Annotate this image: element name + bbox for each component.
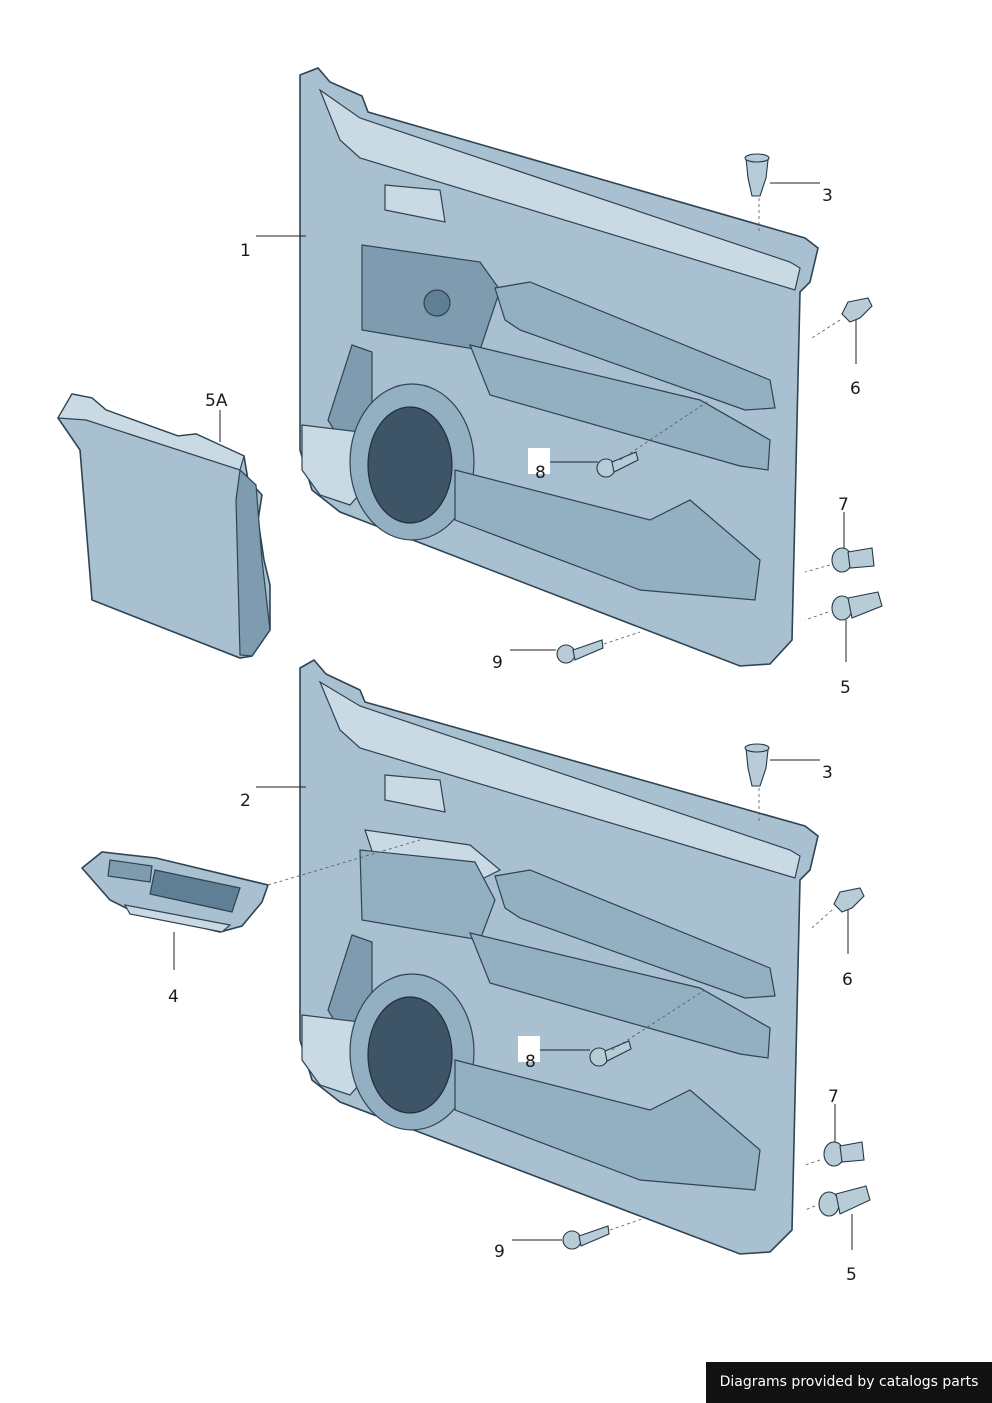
clip-top-lower-icon[interactable] bbox=[744, 743, 770, 787]
clip-top-upper-icon[interactable] bbox=[744, 153, 770, 197]
clip-side-lower-icon[interactable] bbox=[833, 887, 865, 913]
screw-handle-lower-icon[interactable] bbox=[589, 1040, 632, 1067]
callout-5-lower: 5 bbox=[846, 1265, 857, 1285]
label-tab bbox=[528, 448, 550, 474]
callout-3-lower: 3 bbox=[822, 763, 833, 783]
callout-4: 4 bbox=[168, 987, 179, 1007]
callout-5a: 5A bbox=[205, 391, 228, 411]
callout-6-upper: 6 bbox=[850, 379, 861, 399]
callout-7-upper: 7 bbox=[838, 495, 849, 515]
switch-bezel[interactable] bbox=[80, 851, 270, 933]
callout-2: 2 bbox=[240, 791, 251, 811]
callout-9-upper: 9 bbox=[492, 653, 503, 673]
callout-7-lower: 7 bbox=[828, 1087, 839, 1107]
callout-6-lower: 6 bbox=[842, 970, 853, 990]
credit-banner: Diagrams provided by catalogs parts bbox=[706, 1362, 992, 1403]
trim-cover[interactable] bbox=[56, 393, 271, 659]
clip-mid-lower-icon[interactable] bbox=[823, 1141, 865, 1167]
callout-8-lower: 8 bbox=[525, 1052, 536, 1072]
door-panel-lower[interactable] bbox=[299, 658, 819, 1255]
callout-9-lower: 9 bbox=[494, 1242, 505, 1262]
clip-mid-upper-icon[interactable] bbox=[831, 547, 875, 573]
screw-handle-upper-icon[interactable] bbox=[596, 451, 639, 478]
door-panel-upper[interactable] bbox=[299, 67, 819, 667]
label-tab bbox=[518, 1036, 540, 1062]
screw-pocket-lower-icon[interactable] bbox=[562, 1225, 610, 1250]
clip-bottom-upper-icon[interactable] bbox=[831, 591, 883, 621]
callout-1: 1 bbox=[240, 241, 251, 261]
clip-side-upper-icon[interactable] bbox=[841, 297, 873, 323]
callout-5-upper: 5 bbox=[840, 678, 851, 698]
clip-bottom-lower-icon[interactable] bbox=[818, 1185, 871, 1217]
callout-8-upper: 8 bbox=[535, 463, 546, 483]
callout-3-upper: 3 bbox=[822, 186, 833, 206]
screw-pocket-upper-icon[interactable] bbox=[556, 639, 604, 664]
